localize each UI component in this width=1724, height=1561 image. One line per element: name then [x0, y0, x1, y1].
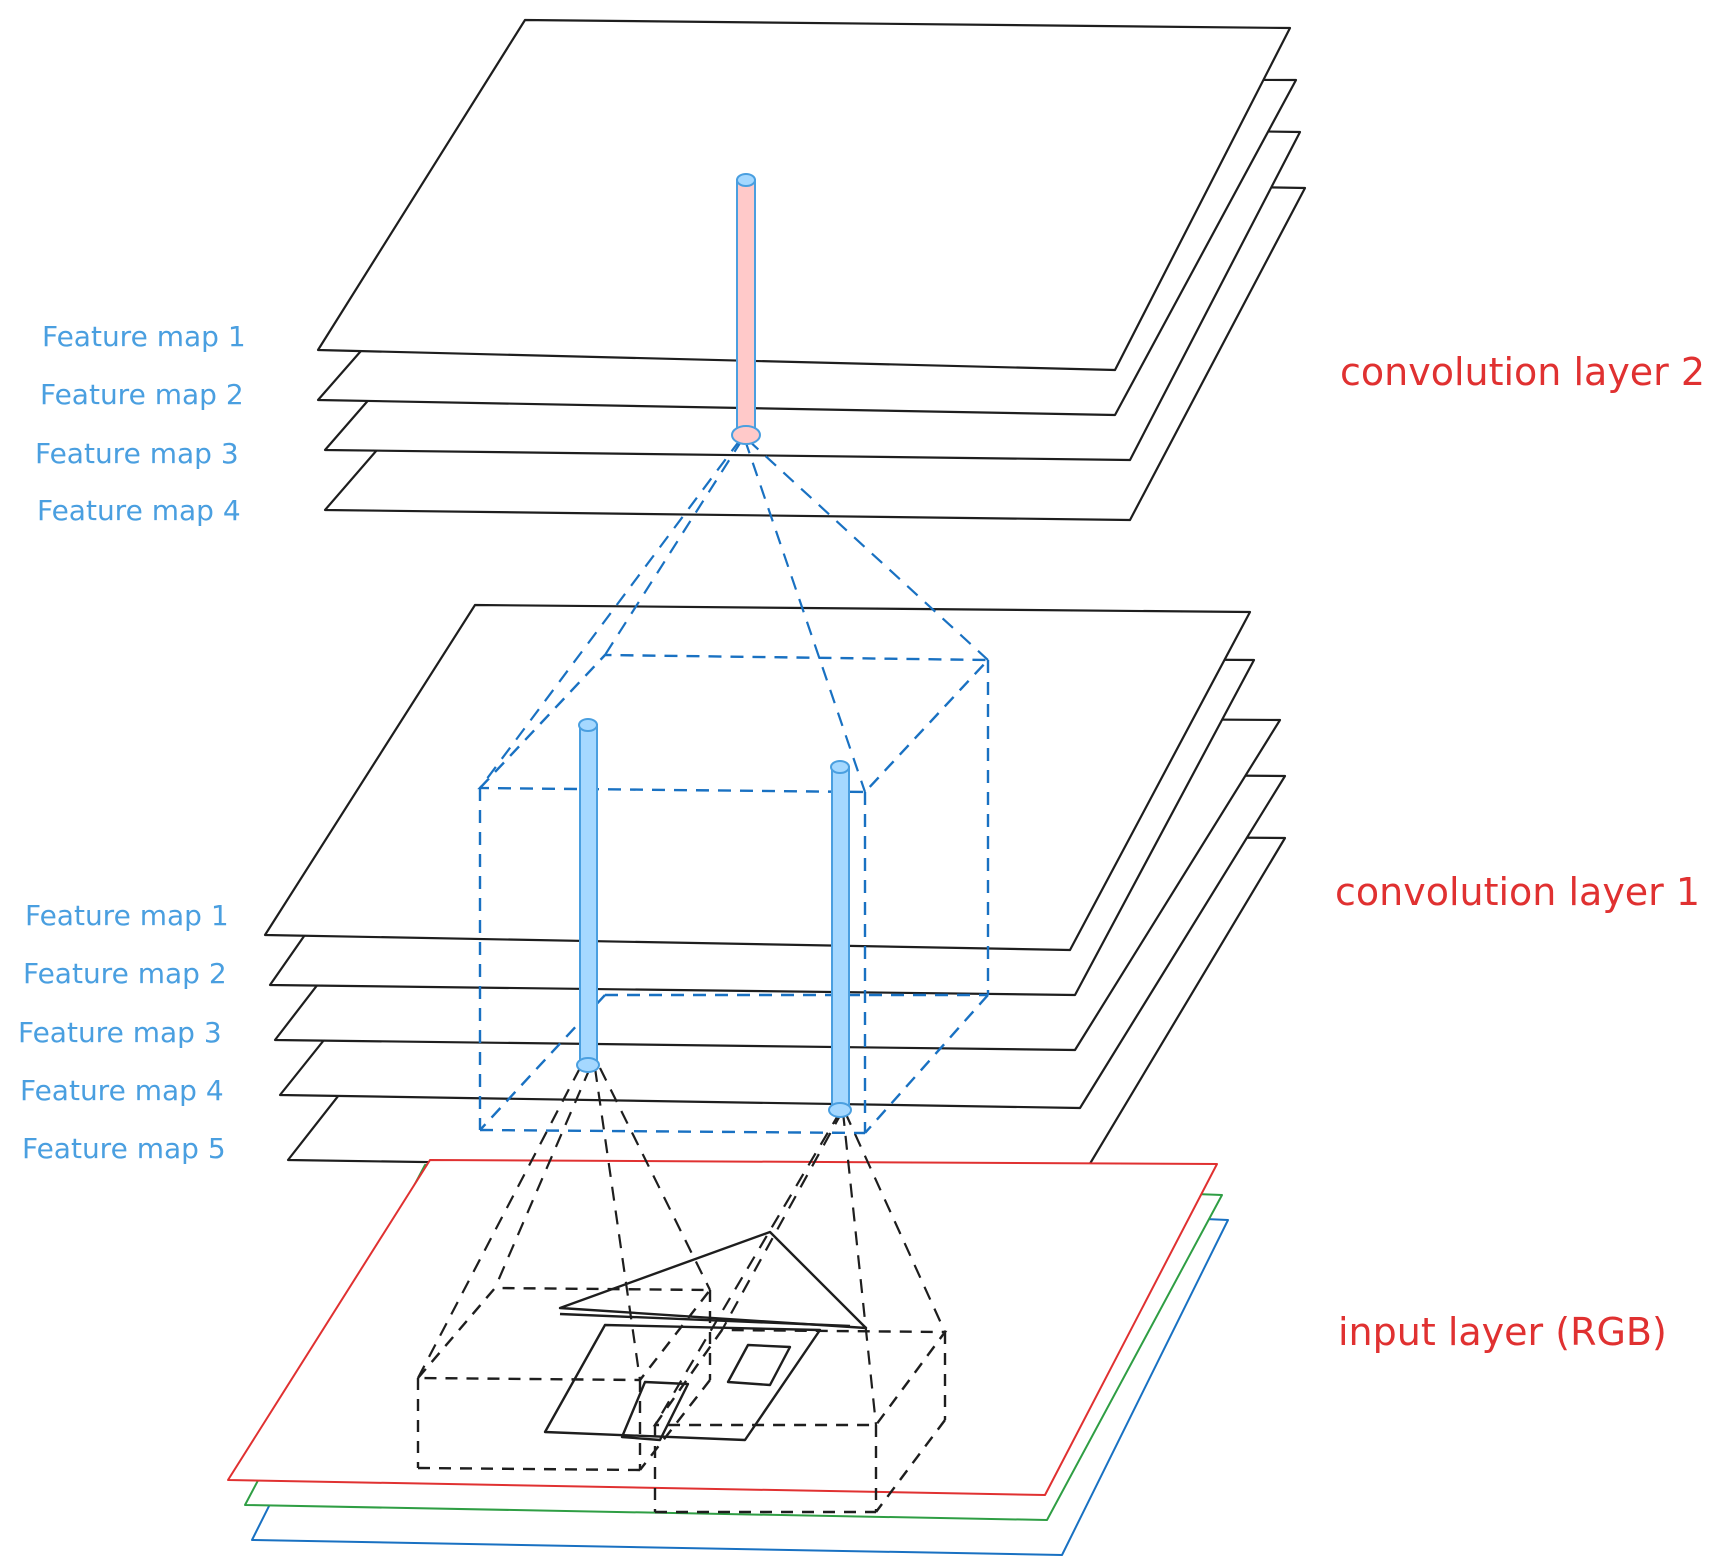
house-drawing — [543, 1230, 868, 1442]
house-window — [726, 1343, 792, 1387]
layer1-column-left — [576, 718, 600, 1073]
layer2-sheets — [316, 18, 1307, 522]
layer2-feature-map-labels: Feature map 1 Feature map 2 Feature map … — [35, 320, 246, 527]
layer2-fm-label-1: Feature map 1 — [42, 320, 246, 353]
layer1-fm-label-5: Feature map 5 — [22, 1132, 226, 1165]
house-roof — [558, 1230, 868, 1330]
layer2-fm-label-4: Feature map 4 — [37, 494, 241, 527]
layer-titles: convolution layer 2 convolution layer 1 … — [1335, 350, 1705, 1354]
layer1-fm-label-1: Feature map 1 — [25, 899, 229, 932]
layer1-fm-label-3: Feature map 3 — [18, 1016, 222, 1049]
layer1-sheet-1 — [263, 603, 1252, 952]
layer1-fm-label-4: Feature map 4 — [20, 1074, 224, 1107]
house-wall — [543, 1323, 822, 1442]
layer2-projection-lines — [479, 439, 989, 793]
input-projection-lines — [417, 1067, 947, 1426]
input-channels — [227, 1159, 1229, 1556]
input-title: input layer (RGB) — [1338, 1310, 1667, 1354]
layer2-fm-label-3: Feature map 3 — [35, 437, 239, 470]
layer1-title: convolution layer 1 — [1335, 870, 1700, 914]
layer2-fm-label-2: Feature map 2 — [40, 378, 244, 411]
layer1-sheets — [263, 603, 1287, 1174]
layer2-sheet-1 — [316, 18, 1292, 372]
layer1-feature-map-labels: Feature map 1 Feature map 2 Feature map … — [18, 899, 229, 1165]
layer2-title: convolution layer 2 — [1340, 350, 1705, 394]
layer1-fm-label-2: Feature map 2 — [23, 957, 227, 990]
layer1-column-right — [828, 760, 852, 1118]
house-door — [620, 1380, 690, 1442]
layer2-column — [731, 173, 761, 445]
